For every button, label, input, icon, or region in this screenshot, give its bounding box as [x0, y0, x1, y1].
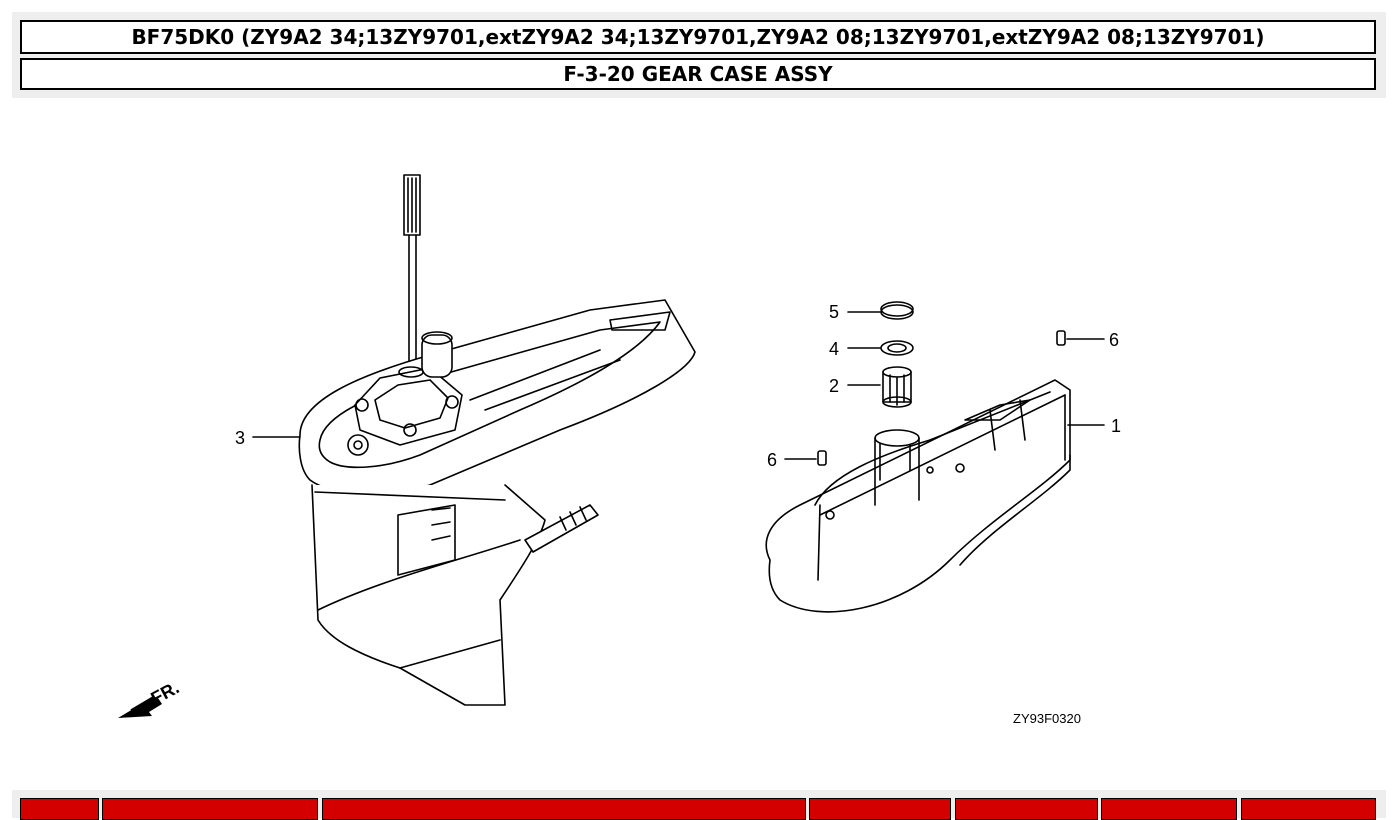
front-direction-icon: [118, 696, 162, 718]
model-title: BF75DK0 (ZY9A2 34;13ZY9701,extZY9A2 34;1…: [20, 20, 1376, 54]
callout-5: 5: [829, 302, 839, 322]
callout-4: 4: [829, 339, 839, 359]
table-column-header: [809, 798, 951, 820]
callout-2: 2: [829, 376, 839, 396]
table-column-header: [102, 798, 318, 820]
gear-case-part-drawing: [765, 301, 1071, 613]
callout-1: 1: [1111, 416, 1121, 436]
table-column-header: [1101, 798, 1237, 820]
table-column-header: [322, 798, 806, 820]
callout-3: 3: [235, 428, 245, 448]
drawing-code: ZY93F0320: [1013, 711, 1081, 726]
gear-case-assy-drawing: [298, 174, 696, 706]
table-column-header: [955, 798, 1098, 820]
callout-6-left: 6: [767, 450, 777, 470]
table-column-header: [1241, 798, 1376, 820]
parts-diagram: FR. 3 5 4 2 6 6 1 ZY93F0320: [118, 174, 1121, 726]
table-column-header: [20, 798, 99, 820]
header-panel: BF75DK0 (ZY9A2 34;13ZY9701,extZY9A2 34;1…: [12, 12, 1386, 98]
callout-6-right: 6: [1109, 330, 1119, 350]
leader-lines: [252, 311, 1105, 460]
parts-table-header: [12, 790, 1386, 820]
section-title: F-3-20 GEAR CASE ASSY: [20, 58, 1376, 90]
